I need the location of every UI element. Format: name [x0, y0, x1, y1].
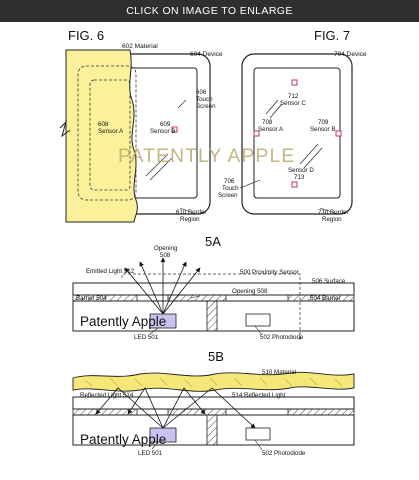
- fig7-device-label: 704 Device: [334, 51, 367, 58]
- fig5b-divider: [206, 414, 218, 446]
- fig7-sensor-c-label: 712 Sensor C: [280, 93, 306, 107]
- fig5b-light-rays: [95, 387, 256, 429]
- fig5b-reflected-left-label: Reflected Light 514: [80, 392, 134, 399]
- fig5a-photodiode-label: 502 Photodiode: [260, 334, 304, 341]
- fig5a-barrier-mid: [167, 294, 227, 302]
- fig5b-reflected-right-label: 514 Reflected Light: [232, 392, 286, 399]
- fig6-border-label: 610 Border Region: [176, 209, 208, 223]
- fig6-sensor-b-label: 609 Sensor B: [150, 121, 175, 135]
- fig5b-led-label: LED 501: [138, 450, 163, 457]
- watermark-small-5b: Patently Apple: [80, 432, 166, 447]
- fig6-reflection: [145, 153, 169, 177]
- fig6-title: FIG. 6: [68, 28, 104, 43]
- fig6-touch-screen-label: 606 Touch Screen: [196, 89, 216, 110]
- fig7-title: FIG. 7: [314, 28, 350, 43]
- fig7-sensor-c-pad: [291, 79, 298, 86]
- fig5b-photodiode: [245, 427, 271, 441]
- fig6-sensor-a-label: 608 Sensor A: [98, 121, 124, 135]
- fig7-touch-screen-label: 706 Touch Screen: [218, 178, 240, 199]
- fig7-group: FIG. 7 704 Device 712 Sensor C 708 Senso…: [218, 28, 367, 223]
- fig6-sensor-b-pad: [171, 126, 178, 133]
- fig5a-divider: [206, 300, 218, 332]
- watermark-main: PATENTLY APPLE: [118, 145, 295, 167]
- patent-figures[interactable]: FIG. 6 602 Material 604 Device 606 Touch: [0, 22, 419, 480]
- fig7-sensor-d-label: Sensor D 713: [288, 167, 316, 181]
- fig5b-group: 5B: [72, 349, 355, 457]
- fig6-material: [65, 49, 138, 223]
- fig5a-title: 5A: [205, 234, 221, 249]
- fig5a-proximity-label: 500 Proximity Sensor: [240, 269, 299, 276]
- fig5a-photodiode: [245, 313, 271, 327]
- fig5b-title: 5B: [208, 349, 224, 364]
- fig5a-emitted-light-label: Emitted Light 512: [86, 268, 135, 275]
- fig5b-barrier-right: [287, 408, 355, 416]
- fig5a-opening-mid-label: Opening 508: [232, 288, 268, 295]
- fig7-sensor-d-pad: [291, 181, 298, 188]
- fig6-sensor-outline: [89, 79, 131, 191]
- fig6-reflection: [149, 157, 173, 181]
- fig5a-surface-label: 506 Surface: [312, 278, 346, 285]
- enlarge-banner[interactable]: CLICK ON IMAGE TO ENLARGE: [0, 0, 419, 22]
- fig5a-light-rays: [124, 257, 201, 315]
- fig7-border-label: 710 Border Region: [318, 209, 350, 223]
- fig6-device-label: 604 Device: [190, 51, 223, 58]
- watermark-small-5a: Patently Apple: [80, 314, 166, 329]
- fig7-sensor-b-label: 709 Sensor B: [310, 119, 335, 133]
- fig5a-opening-top-label: Opening 508: [154, 245, 179, 259]
- fig7-sensor-b-pad: [335, 130, 342, 137]
- fig7-sensor-a-pad: [253, 130, 260, 137]
- fig6-material-label: 602 Material: [122, 43, 158, 50]
- fig5b-barrier-left: [72, 408, 138, 416]
- fig5a-group: 5A Open: [72, 234, 355, 341]
- fig5b-material-label: 510 Material: [262, 369, 296, 376]
- fig7-sensor-a-label: 708 Sensor A: [258, 119, 284, 133]
- fig6-material-outline: [77, 65, 137, 201]
- fig5b-barrier-mid: [167, 408, 227, 416]
- fig5b-photodiode-label: 502 Photodiode: [262, 450, 306, 457]
- fig5b-material-texture: [84, 377, 343, 388]
- fig5a-barrier-right-label: 504 Barrier: [310, 295, 341, 302]
- fig6-break-mark: [59, 120, 71, 138]
- fig5a-led-label: LED 501: [134, 334, 159, 341]
- fig6-group: FIG. 6 602 Material 604 Device 606 Touch: [59, 28, 223, 223]
- fig5a-barrier-left-label: Barrier 504: [76, 295, 107, 302]
